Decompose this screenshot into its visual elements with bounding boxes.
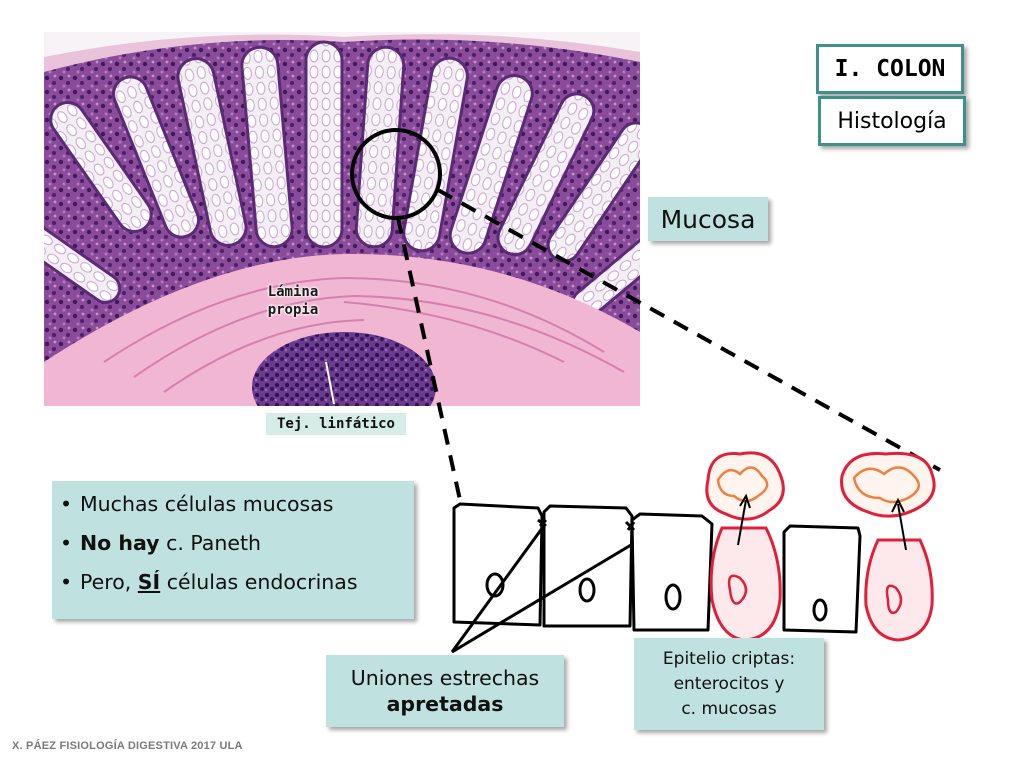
bullet-text-1: Muchas células mucosas [80, 492, 334, 516]
mucosa-label: Mucosa [648, 197, 768, 241]
bullet-item-1: • Muchas células mucosas [60, 491, 406, 517]
bullet-dot: • [60, 531, 73, 555]
epitelio-line2: enterocitos y [673, 673, 785, 694]
enterocyte-4 [782, 524, 862, 634]
tej-linfatico-label: Tej. linfático [266, 413, 406, 435]
slide-subtitle: Histología [818, 96, 966, 146]
footer-credit: X. PÁEZ FISIOLOGÍA DIGESTIVA 2017 ULA [12, 740, 243, 752]
enterocyte-3 [630, 512, 714, 632]
lamina-propia-label: Lámina propia [248, 283, 338, 319]
uniones-line2: apretadas [386, 692, 504, 716]
epitelio-line1: Epitelio criptas: [662, 648, 796, 669]
bullet-list: • Muchas células mucosas • No hay c. Pan… [52, 481, 414, 619]
lamina-label-line1: Lámina [267, 284, 319, 300]
colon-micrograph [44, 32, 640, 406]
bullet-dot: • [60, 570, 73, 594]
tight-junctions-label: Uniones estrechas apretadas [326, 655, 564, 727]
crypt-epithelium-label: Epitelio criptas: enterocitos y c. mucos… [634, 638, 824, 730]
crypt-epithelium-drawing [452, 451, 936, 642]
bullet-2-bold: No hay [80, 531, 160, 555]
bullet-item-2: • No hay c. Paneth [60, 530, 406, 556]
slide-title: I. COLON [816, 44, 964, 94]
goblet-cell-2 [840, 451, 936, 642]
bullet-3-emph: SÍ [137, 570, 161, 594]
bullet-dot: • [60, 492, 73, 516]
bullet-3-pre: Pero, [80, 570, 138, 594]
bullet-2-rest: c. Paneth [159, 531, 262, 555]
enterocyte-2 [542, 504, 634, 628]
epitelio-line3: c. mucosas [681, 698, 777, 719]
bullet-3-rest: células endocrinas [160, 570, 358, 594]
bullet-item-3: • Pero, SÍ células endocrinas [60, 569, 406, 595]
uniones-line1: Uniones estrechas [350, 666, 540, 690]
lamina-label-line2: propia [267, 302, 319, 318]
goblet-cell-1 [705, 451, 785, 642]
enterocyte-1 [452, 502, 544, 627]
